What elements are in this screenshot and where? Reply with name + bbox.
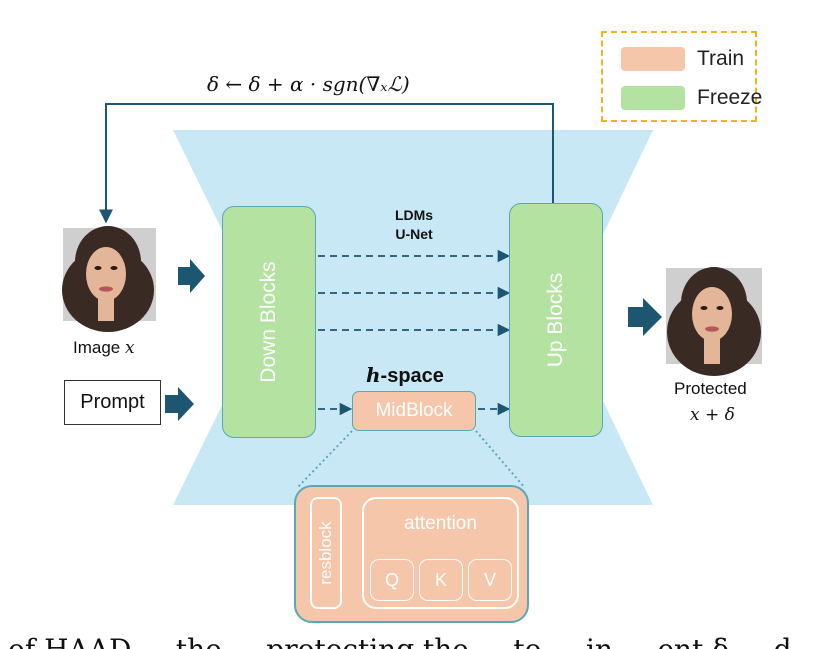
zoom-line-left <box>296 430 353 489</box>
input-image-label: Image x <box>73 338 135 358</box>
output-arrow <box>628 298 662 336</box>
h-space-letter: h <box>366 363 381 387</box>
midblock: MidBlock <box>352 391 476 431</box>
h-space-text: -space <box>380 365 444 387</box>
output-label: Protected <box>674 379 747 398</box>
attention-label: attention <box>404 513 477 534</box>
train-legend-label: Train <box>697 47 745 70</box>
resblock-box: resblock <box>310 497 342 609</box>
resblock-label: resblock <box>316 521 335 585</box>
query-box: Q <box>370 559 414 601</box>
freeze-swatch <box>621 86 685 110</box>
attention-box: attention Q K V <box>362 497 519 609</box>
down-blocks: Down Blocks <box>222 206 316 438</box>
input-image-var: x <box>124 338 135 358</box>
input-image-text: Image <box>73 338 125 357</box>
image-input-arrow <box>178 259 205 293</box>
up-blocks: Up Blocks <box>509 203 603 437</box>
h-space-label: h-space <box>366 363 444 388</box>
output-expression: x + δ <box>690 405 735 425</box>
update-rule: δ ← δ + α · sgn(∇ₓℒ) <box>207 72 410 96</box>
train-swatch <box>621 47 685 71</box>
down-blocks-label: Down Blocks <box>257 261 280 383</box>
value-box: V <box>468 559 512 601</box>
unet-title-line2: U-Net <box>395 226 433 242</box>
legend: Train Freeze <box>601 31 762 122</box>
feedback-loop-line <box>99 103 554 224</box>
prompt-input-arrow <box>165 387 194 421</box>
freeze-legend-label: Freeze <box>697 86 763 109</box>
unet-title: LDMs U-Net <box>382 206 446 244</box>
prompt-label: Prompt <box>80 391 145 413</box>
unet-title-line1: LDMs <box>394 207 434 223</box>
up-blocks-label: Up Blocks <box>544 272 567 368</box>
input-face-image <box>62 226 156 332</box>
key-box: K <box>419 559 463 601</box>
midblock-label: MidBlock <box>375 400 453 421</box>
midblock-zoom-panel: resblock attention Q K V <box>294 485 529 623</box>
caption-clip: of HAAD ... the ... protecting the ... t… <box>0 632 822 649</box>
output-face-image <box>666 267 762 376</box>
caption-fragment: of HAAD ... the ... protecting the ... t… <box>8 633 792 649</box>
prompt-box: Prompt <box>64 380 161 425</box>
